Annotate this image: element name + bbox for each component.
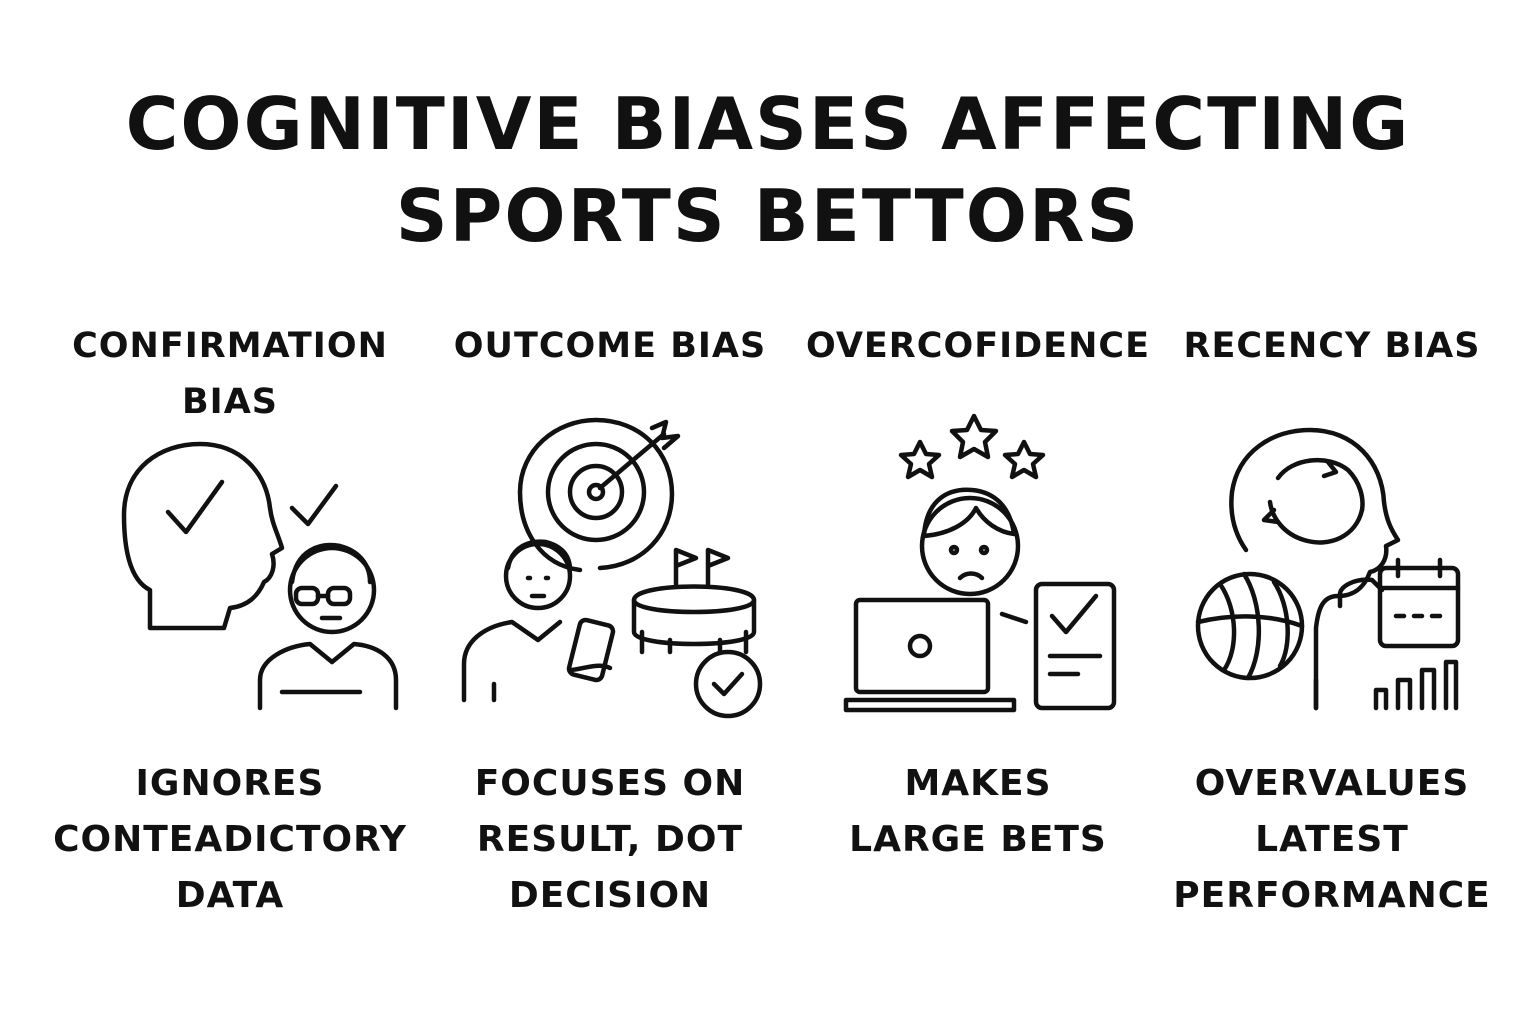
bias-label: OUTCOME BIAS (453, 326, 767, 366)
title-line-2: SPORTS BETTORS (395, 174, 1141, 258)
page-title: COGNITIVE BIASES AFFECTING SPORTS BETTOR… (0, 78, 1536, 262)
bias-label: RECENCY BIAS (1183, 326, 1481, 366)
head-checkmark-person-icon (121, 441, 399, 711)
target-stadium-phone-icon (461, 417, 763, 719)
head-cycle-basketball-calendar-icon (1195, 427, 1461, 711)
bias-description: OVERVALUES LATEST PERFORMANCE (1173, 763, 1491, 916)
bias-label: CONFIRMATION BIAS (72, 326, 388, 422)
bias-description: IGNORES CONTEADICTORY DATA (53, 763, 407, 916)
stars-laptop-person-icon (843, 413, 1117, 713)
bias-description: MAKES LARGE BETS (849, 763, 1107, 860)
bias-label: OVERCOFIDENCE (806, 326, 1150, 366)
title-line-1: COGNITIVE BIASES AFFECTING (125, 82, 1411, 166)
bias-description: FOCUSES ON RESULT, DOT DECISION (474, 763, 746, 916)
